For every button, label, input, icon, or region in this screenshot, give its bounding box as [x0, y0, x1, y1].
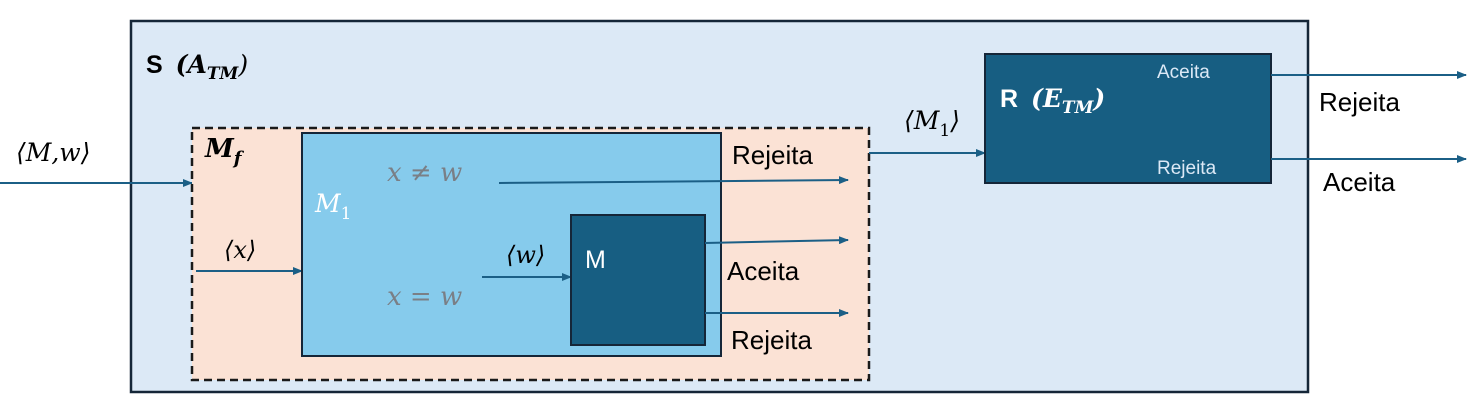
- m-accept-arrow: [704, 236, 849, 245]
- m-box: [570, 214, 706, 346]
- m1-box-title: M1: [314, 189, 351, 224]
- x-input-label: ⟨x⟩: [224, 236, 256, 264]
- w-input-label: ⟨w⟩: [506, 241, 545, 269]
- cond-neq: x ≠ w: [387, 158, 462, 188]
- m-box-label: M: [585, 246, 606, 274]
- final-aceita: Aceita: [1323, 167, 1396, 197]
- out-rejeita-bottom: Rejeita: [731, 325, 812, 355]
- input-label: ⟨M,w⟩: [16, 138, 90, 167]
- r-box: [984, 53, 1272, 184]
- r-box-title: R (ETM): [1000, 84, 1105, 118]
- out-rejeita-top: Rejeita: [732, 140, 813, 170]
- out-aceita-mid: Aceita: [727, 256, 800, 286]
- s-box-title: S (ATM): [146, 50, 248, 84]
- r-port-rejeita: Rejeita: [1157, 158, 1217, 179]
- cond-eq: x = w: [387, 282, 462, 312]
- m1-output-label: ⟨M1⟩: [904, 106, 960, 141]
- final-rejeita: Rejeita: [1319, 87, 1400, 117]
- neq-arrow: [498, 176, 849, 185]
- r-port-aceita: Aceita: [1157, 62, 1210, 83]
